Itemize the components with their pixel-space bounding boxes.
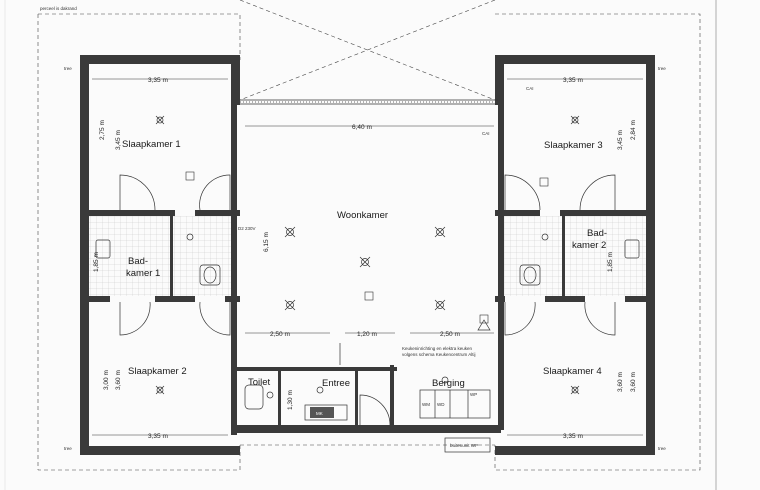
light-symbols — [155, 115, 580, 399]
woon-height: 6,15 m — [263, 232, 270, 252]
room-slaapkamer-4: Slaapkamer 4 — [543, 366, 602, 377]
room-badkamer-1-b: kamer 1 — [126, 268, 160, 279]
tree-label-2: tree — [658, 66, 666, 71]
sk3-h2: 2,84 m — [630, 120, 637, 140]
toilet-h: 1,30 m — [287, 390, 294, 410]
woon-left: 2,50 m — [270, 331, 290, 338]
wm-label: WM — [422, 402, 430, 407]
sk1-h1: 2,75 m — [99, 120, 106, 140]
cai-mid: CAI — [482, 131, 490, 136]
kitchen-note-1: Keukeninrichting en elektra keuken — [402, 346, 473, 351]
room-badkamer-1-a: Bad- — [128, 256, 148, 267]
room-berging: Berging — [432, 378, 465, 389]
roof-diagonals — [239, 0, 496, 101]
fixtures — [95, 239, 640, 453]
bathroom-2-floor — [504, 216, 562, 296]
switch-boxes — [185, 171, 549, 324]
tree-label-1: tree — [64, 66, 72, 71]
sk3-h1: 3,45 m — [617, 130, 624, 150]
woon-right: 2,50 m — [440, 331, 460, 338]
woon-width: 6,40 m — [352, 124, 372, 131]
sk4-h2: 3,60 m — [630, 372, 637, 392]
bad1-h: 1,85 m — [93, 252, 100, 272]
sk1-h2: 3,45 m — [115, 130, 122, 150]
front-window — [240, 99, 498, 105]
sk4-width: 3,35 m — [563, 433, 583, 440]
sk2-h1: 3,00 m — [103, 370, 110, 390]
doors — [119, 174, 616, 426]
room-slaapkamer-2: Slaapkamer 2 — [128, 366, 187, 377]
sk3-width: 3,35 m — [563, 77, 583, 84]
room-badkamer-2-b: kamer 2 — [572, 240, 606, 251]
bathroom-1-floor-b — [173, 216, 231, 296]
tree-label-4: tree — [658, 446, 666, 451]
bad2-h: 1,85 m — [607, 252, 614, 272]
sk4-h1: 3,60 m — [617, 372, 624, 392]
property-note: perceel is dakrand — [40, 6, 77, 11]
kitchen-note-2: volgens schema Keukencentrum Altij — [402, 352, 476, 357]
room-toilet: Toilet — [248, 377, 271, 388]
bathroom-2-floor-b — [565, 216, 646, 296]
dimension-lines — [92, 78, 643, 436]
mk-box — [310, 407, 334, 418]
outdoor-unit-label: buitenunit WP — [450, 443, 478, 448]
room-slaapkamer-3: Slaapkamer 3 — [544, 140, 603, 151]
mk-label: MK — [316, 411, 323, 416]
warning-triangle — [477, 319, 491, 331]
room-slaapkamer-1: Slaapkamer 1 — [122, 139, 181, 150]
sk1-width: 3,35 m — [148, 77, 168, 84]
walls — [80, 55, 655, 455]
room-badkamer-2-a: Bad- — [587, 228, 607, 239]
woon-mid: 1,20 m — [357, 331, 377, 338]
power-label: D2 230V — [238, 226, 256, 231]
wp-label: WP — [470, 392, 477, 397]
sk2-h2: 3,60 m — [115, 370, 122, 390]
sk2-width: 3,35 m — [148, 433, 168, 440]
tree-label-3: tree — [64, 446, 72, 451]
cai-top: CAI — [526, 86, 534, 91]
wd-label: WD — [437, 402, 445, 407]
room-entree: Entree — [322, 378, 350, 389]
room-woonkamer: Woonkamer — [337, 210, 388, 221]
bathroom-1-floor — [89, 216, 170, 296]
